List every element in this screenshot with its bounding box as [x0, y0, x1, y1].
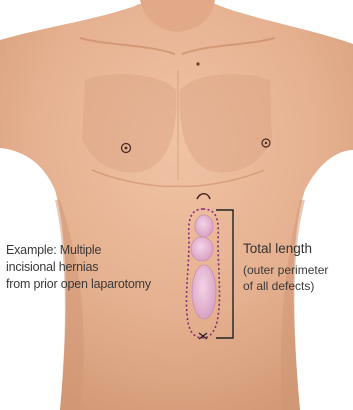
sternal-notch — [196, 62, 199, 65]
total-length-label: Total length — [243, 241, 312, 256]
left-nipple-center — [125, 147, 128, 150]
right-pectoral — [180, 74, 272, 172]
caption-line-3: from prior open laparotomy — [6, 276, 196, 293]
caption-line-2: incisional hernias — [6, 259, 196, 276]
total-length-description: (outer perimeter of all defects) — [243, 262, 328, 294]
right-nipple-center — [265, 142, 267, 144]
left-pectoral — [82, 74, 176, 172]
hernia-upper — [195, 215, 213, 237]
example-caption: Example: Multiple incisional hernias fro… — [6, 242, 196, 293]
description-line-1: (outer perimeter — [243, 262, 328, 278]
description-line-2: of all defects) — [243, 278, 328, 294]
caption-line-1: Example: Multiple — [6, 242, 196, 259]
